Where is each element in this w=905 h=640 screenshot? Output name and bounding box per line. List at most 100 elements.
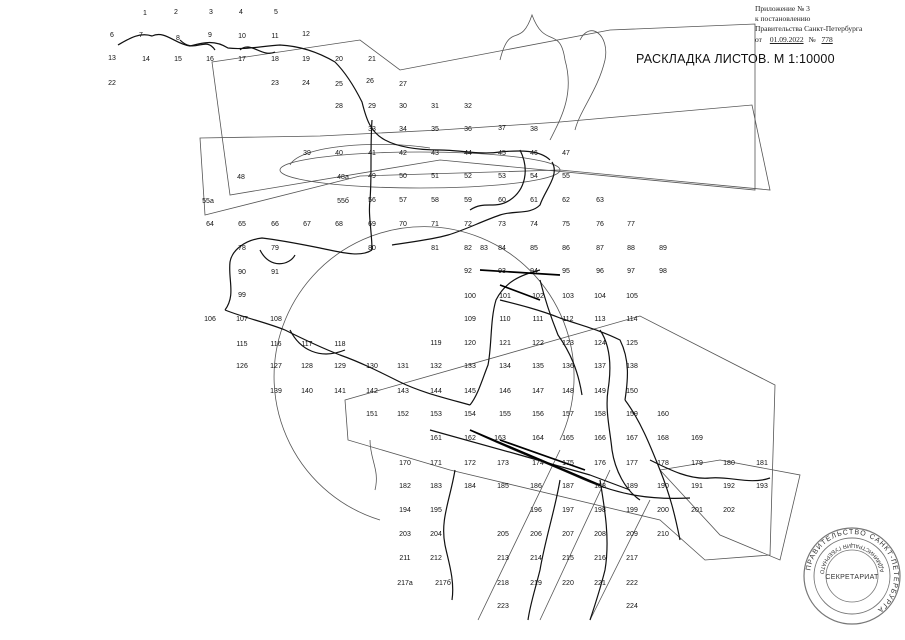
sheet-number: 61	[530, 197, 538, 204]
decree-date-prefix: от	[755, 35, 762, 44]
sheet-number: 191	[691, 483, 703, 490]
sheet-number: 219	[530, 580, 542, 587]
river-line	[599, 329, 641, 501]
sheet-number: 18	[271, 56, 279, 63]
sheet-number: 48a	[337, 174, 349, 181]
sheet-number: 148	[562, 388, 574, 395]
sheet-number: 201	[691, 507, 703, 514]
coastline	[117, 34, 771, 621]
sheet-number: 173	[497, 460, 509, 467]
sheet-number: 145	[464, 388, 476, 395]
sheet-number: 122	[532, 340, 544, 347]
sheet-number: 165	[562, 435, 574, 442]
sheet-number: 9	[208, 32, 212, 39]
sheet-number: 107	[236, 316, 248, 323]
sheet-number: 55	[562, 173, 570, 180]
sheet-number: 22	[108, 80, 116, 87]
decree-number: 778	[821, 35, 833, 44]
sheet-number: 132	[430, 363, 442, 370]
sheet-number: 103	[562, 293, 574, 300]
sheet-number: 118	[334, 341, 345, 348]
sheet-number: 147	[532, 388, 544, 395]
sheet-number: 125	[626, 340, 638, 347]
sheet-number: 81	[431, 245, 439, 252]
sheet-number: 75	[562, 221, 570, 228]
sheet-number: 43	[431, 150, 439, 157]
sheet-number: 49	[368, 173, 376, 180]
sheet-number: 211	[399, 555, 410, 562]
sheet-number: 31	[431, 103, 439, 110]
appendix-label: Приложение № 3	[755, 4, 810, 13]
sheet-number: 46	[530, 150, 538, 157]
sheet-number: 159	[626, 411, 638, 418]
bay-shore-line	[391, 161, 555, 246]
sheet-number: 141	[334, 388, 346, 395]
sheet-number: 39	[303, 150, 311, 157]
sheet-number: 199	[626, 507, 638, 514]
sheet-number: 19	[302, 56, 310, 63]
sheet-number: 29	[368, 103, 376, 110]
sheet-number: 171	[430, 460, 442, 467]
sheet-number: 204	[430, 531, 442, 538]
sheet-number: 100	[464, 293, 476, 300]
sheet-number: 150	[626, 388, 638, 395]
decree-date-line: от 01.09.2022 № 778	[755, 35, 833, 44]
sheet-number: 217б	[435, 579, 451, 587]
sheet-number: 62	[562, 197, 570, 204]
middle-frame	[199, 104, 771, 216]
northwest-lines	[179, 39, 276, 54]
sheet-number: 78	[238, 245, 246, 252]
sheet-number: 96	[596, 268, 604, 275]
sheet-number: 108	[270, 316, 282, 323]
sheet-number: 68	[335, 221, 343, 228]
sheet-number: 123	[562, 340, 574, 347]
sheet-number: 57	[399, 197, 407, 204]
sheet-number: 10	[238, 33, 246, 40]
city-roads	[539, 279, 583, 396]
sheet-number: 115	[236, 341, 247, 348]
sheet-number: 169	[691, 435, 703, 442]
sheet-number: 163	[494, 435, 506, 442]
sheet-number: 139	[270, 388, 282, 395]
sheet-number: 93	[498, 268, 506, 275]
sheet-number: 170	[399, 460, 411, 467]
sheet-number: 47	[562, 150, 570, 157]
sheet-number: 207	[562, 531, 574, 538]
sheet-frames	[199, 13, 801, 621]
decree-number-label: №	[808, 35, 816, 44]
sheet-number: 203	[399, 531, 411, 538]
sheet-number: 190	[657, 483, 669, 490]
sheet-number: 137	[594, 363, 606, 370]
sheet-number: 175	[562, 460, 574, 467]
sheet-number: 110	[499, 316, 510, 323]
sheet-number: 214	[530, 555, 542, 562]
south-arc-2	[369, 439, 377, 491]
sheet-number: 129	[334, 363, 346, 370]
sheet-number: 182	[399, 483, 411, 490]
sheet-number: 210	[657, 531, 669, 538]
sheet-number: 133	[464, 363, 476, 370]
sheet-number: 192	[723, 483, 735, 490]
sheet-number: 67	[303, 221, 311, 228]
sheet-number: 149	[594, 388, 606, 395]
sheet-number: 59	[464, 197, 472, 204]
sheet-number: 221	[594, 580, 606, 587]
secretariat-seal: ПРАВИТЕЛЬСТВО САНКТ-ПЕТЕРБУРГА АДМИНИСТР…	[803, 527, 901, 625]
sheet-number: 195	[430, 507, 442, 514]
sheet-number: 183	[430, 483, 442, 490]
sheet-number: 106	[204, 316, 216, 323]
sheet-number: 66	[271, 221, 279, 228]
railway-2	[499, 439, 586, 471]
map-title: РАСКЛАДКА ЛИСТОВ. М 1:10000	[636, 52, 835, 66]
sheet-number: 105	[626, 293, 638, 300]
sheet-number: 2	[174, 9, 178, 16]
sheet-number: 180	[723, 460, 735, 467]
shore-arc	[289, 143, 431, 166]
sheet-number: 20	[335, 56, 343, 63]
sheet-number: 142	[366, 388, 378, 395]
sheet-number: 157	[562, 411, 574, 418]
sheet-number: 109	[464, 316, 476, 323]
sheet-number: 223	[497, 603, 509, 610]
